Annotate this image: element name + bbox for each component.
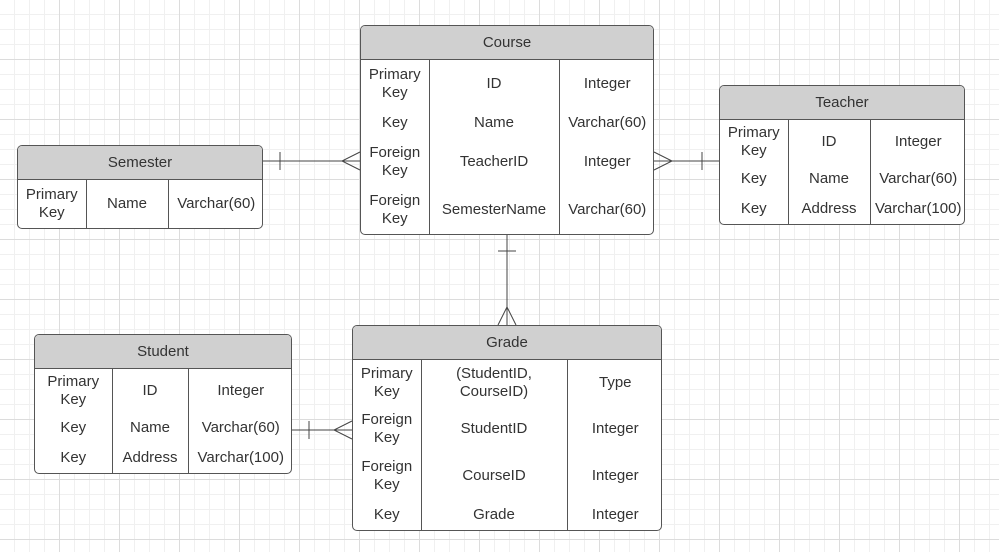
key-type-cell: Primary Key — [368, 66, 421, 101]
student-to-grade-many-marker — [332, 420, 353, 440]
data-type-cell: Varchar(100) — [869, 194, 964, 224]
data-type-cell: Type — [566, 360, 661, 406]
attribute-name-cell: Name — [85, 180, 168, 228]
grade-attribute-row: Primary Key(StudentID, CourseID)Type — [353, 360, 661, 406]
data-type-cell: Varchar(60) — [869, 164, 964, 194]
data-type-cell: Varchar(60) — [558, 186, 653, 234]
attribute-name-cell: Address — [111, 443, 188, 473]
course-title: Course — [361, 26, 653, 60]
data-type-cell: Integer — [566, 452, 661, 500]
attribute-name-cell: Address — [787, 194, 870, 224]
attribute-name-cell: ID — [428, 60, 559, 108]
key-type-cell: Primary Key — [727, 124, 780, 159]
attribute-name-cell: Grade — [420, 500, 567, 530]
attribute-name-cell: TeacherID — [428, 138, 559, 186]
attribute-name-cell: ID — [111, 369, 188, 413]
data-type-cell: Varchar(60) — [558, 108, 653, 138]
semester-to-course-many-marker — [340, 151, 361, 171]
key-type-cell: Foreign Key — [369, 144, 421, 179]
data-type-cell: Integer — [187, 369, 291, 413]
semester-title: Semester — [18, 146, 262, 180]
student-title: Student — [35, 335, 291, 369]
key-type-cell: Foreign Key — [361, 458, 413, 493]
key-type-cell: Primary Key — [47, 373, 100, 408]
key-type-cell: Key — [60, 449, 87, 466]
grade-title: Grade — [353, 326, 661, 360]
attribute-name-cell: StudentID — [420, 406, 567, 452]
attribute-name-cell: CourseID — [420, 452, 567, 500]
data-type-cell: Integer — [869, 120, 964, 164]
key-type-cell: Primary Key — [25, 186, 78, 221]
data-type-cell: Integer — [566, 500, 661, 530]
attribute-name-cell: Name — [428, 108, 559, 138]
teacher-to-course-many-marker — [653, 151, 674, 171]
key-type-cell: Key — [381, 114, 408, 131]
key-type-cell: Foreign Key — [369, 192, 421, 227]
key-type-cell: Key — [740, 170, 767, 187]
data-type-cell: Varchar(60) — [167, 180, 262, 228]
course-to-grade-many-marker — [497, 305, 517, 326]
data-type-cell: Integer — [558, 60, 653, 108]
attribute-name-cell: Name — [111, 413, 188, 443]
key-type-cell: Key — [740, 200, 767, 217]
data-type-cell: Varchar(100) — [187, 443, 291, 473]
attribute-name-cell: SemesterName — [428, 186, 559, 234]
key-type-cell: Primary Key — [360, 365, 413, 400]
attribute-name-cell: Name — [787, 164, 870, 194]
key-type-cell: Key — [60, 419, 87, 436]
key-type-cell: Key — [373, 506, 400, 523]
data-type-cell: Integer — [566, 406, 661, 452]
attribute-name-cell: ID — [787, 120, 870, 164]
key-type-cell: Foreign Key — [361, 411, 413, 446]
data-type-cell: Varchar(60) — [187, 413, 291, 443]
attribute-name-cell: (StudentID, CourseID) — [420, 360, 567, 406]
data-type-cell: Integer — [558, 138, 653, 186]
teacher-title: Teacher — [720, 86, 964, 120]
